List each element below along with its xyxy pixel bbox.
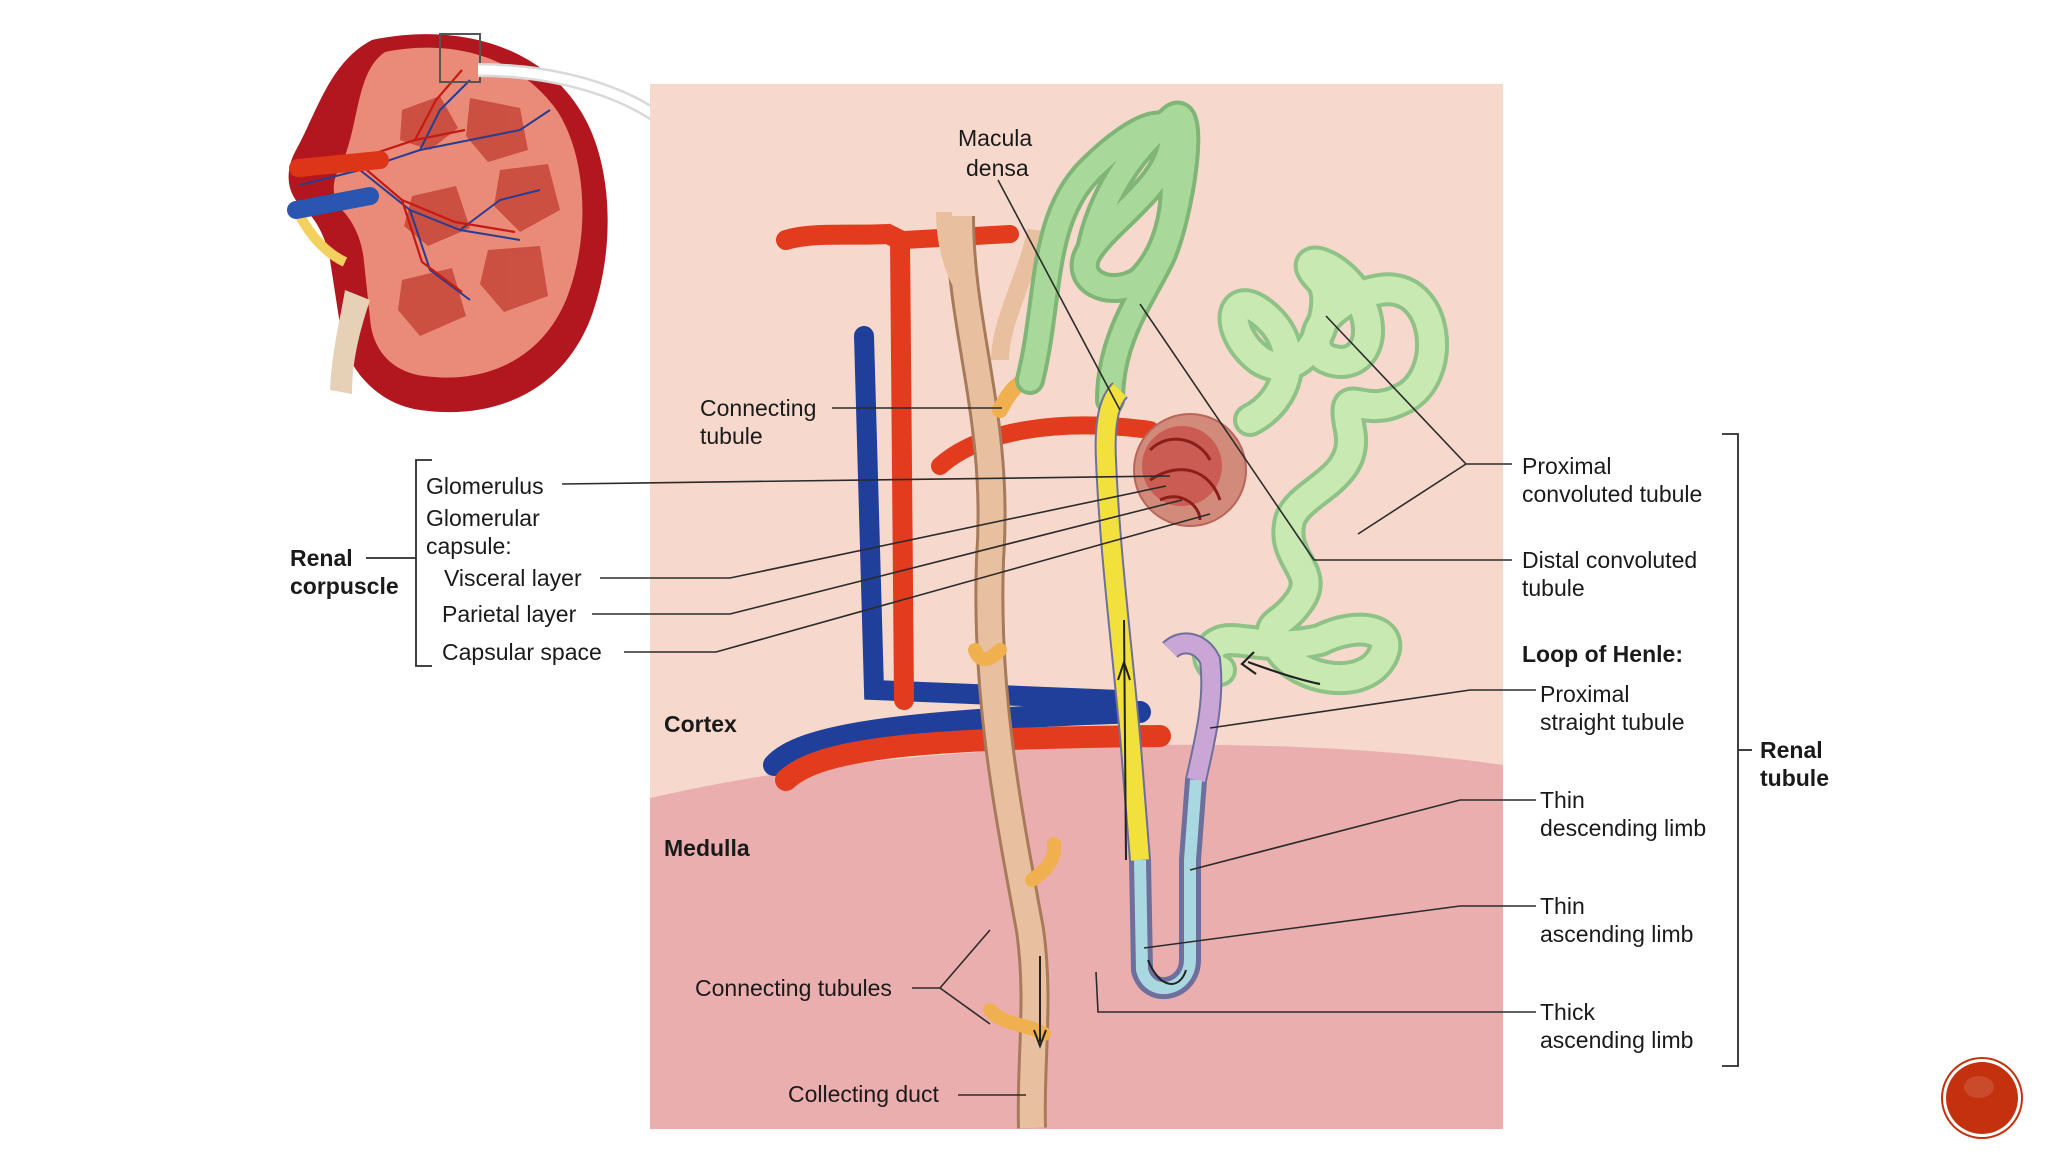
label-medulla: Medulla [664,835,750,861]
label-connecting-tubule-1: Connecting [700,395,816,421]
label-parietal-layer: Parietal layer [442,601,577,627]
label-pst-2: straight tubule [1540,709,1684,735]
label-cortex: Cortex [664,711,737,737]
collecting-duct [936,211,1062,1129]
kidney-cross-section-icon [287,33,608,413]
label-glomerular-capsule-1: Glomerular [426,505,540,531]
label-connecting-tubules: Connecting tubules [695,975,892,1001]
label-pct-2: convoluted tubule [1522,481,1702,507]
label-tdl-2: descending limb [1540,815,1706,841]
labels: Macula densa Connecting tubule Glomerulu… [290,125,1829,1107]
renal-corpuscle-bracket [366,459,432,667]
loop-of-henle [1094,382,1223,999]
label-renal-tubule-1: Renal [1760,737,1823,763]
label-connecting-tubule-2: tubule [700,423,763,449]
label-collecting-duct: Collecting duct [788,1081,939,1107]
label-dct-2: tubule [1522,575,1585,601]
circle-button-icon[interactable] [1946,1062,2018,1134]
label-glomerular-capsule-2: capsule: [426,533,512,559]
label-glomerulus: Glomerulus [426,473,544,499]
label-loop-of-henle: Loop of Henle: [1522,641,1683,667]
renal-tubule-bracket [1722,433,1752,1067]
glomerulus [1133,413,1247,527]
label-macula-densa-2: densa [966,155,1029,181]
label-pst-1: Proximal [1540,681,1629,707]
label-renal-corpuscle-1: Renal [290,545,353,571]
label-capsular-space: Capsular space [442,639,602,665]
leader-lines [561,179,1536,1096]
label-pct-1: Proximal [1522,453,1611,479]
label-renal-tubule-2: tubule [1760,765,1829,791]
label-thal-2: ascending limb [1540,1027,1693,1053]
label-thal-1: Thick [1540,999,1595,1025]
label-renal-corpuscle-2: corpuscle [290,573,399,599]
proximal-convoluted-tubule [1192,245,1449,696]
label-visceral-layer: Visceral layer [444,565,582,591]
distal-convoluted-tubule [1015,100,1201,415]
label-tdl-1: Thin [1540,787,1585,813]
label-macula-densa-1: Macula [958,125,1032,151]
label-dct-1: Distal convoluted [1522,547,1697,573]
nephron-panel [650,84,1503,1129]
label-tal-1: Thin [1540,893,1585,919]
label-tal-2: ascending limb [1540,921,1693,947]
